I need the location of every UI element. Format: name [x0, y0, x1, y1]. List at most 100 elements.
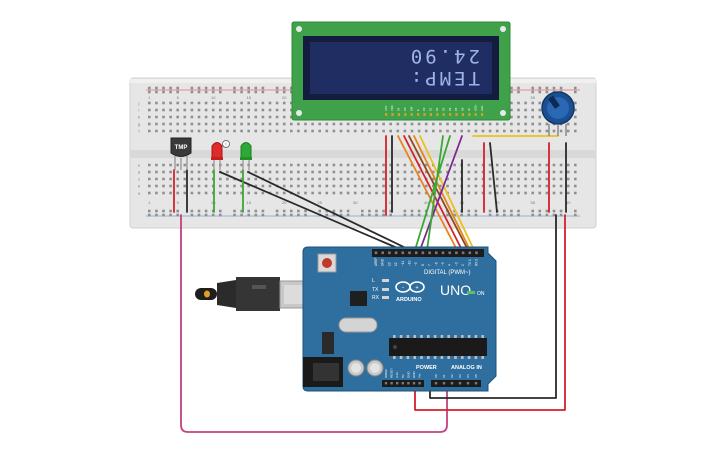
wire-orange-lcd-rs[interactable] [397, 135, 458, 251]
digital-pin[interactable] [408, 251, 411, 255]
digital-pin[interactable] [388, 251, 391, 255]
column-number: 20 [282, 95, 287, 100]
power-pin-label: Vin [418, 373, 422, 378]
digital-pin[interactable] [421, 251, 425, 255]
wire-black-led-red[interactable] [219, 171, 403, 251]
lcd-pin-label: VDD [390, 105, 394, 111]
analog-pin[interactable] [450, 382, 454, 385]
led-red[interactable] [211, 142, 223, 171]
digital-pin-label: ~5 [441, 262, 445, 266]
column-number: 10 [211, 95, 216, 100]
digital-pin[interactable] [475, 251, 478, 255]
wire-green-lcd-d4[interactable] [414, 135, 451, 251]
digital-pin[interactable] [428, 251, 431, 255]
wire-orange-lcd-e[interactable] [413, 135, 471, 251]
digital-pin-label: ~3 [454, 262, 458, 266]
digital-pin[interactable] [441, 251, 445, 255]
wire-red-5v-right[interactable] [414, 214, 566, 411]
power-pin[interactable] [390, 382, 393, 385]
lcd-pin-label: D0 [422, 107, 426, 111]
row-letter: a [138, 191, 141, 196]
svg-text:-: - [402, 285, 404, 291]
wire-green-lcd-d6[interactable] [426, 135, 444, 251]
digital-header-pins[interactable] [374, 251, 478, 255]
lcd-pin-label: D6 [461, 107, 465, 111]
lcd-pin-label: D4 [448, 107, 452, 111]
row-letter: e [138, 163, 141, 168]
wire-black-led-green[interactable] [247, 171, 411, 251]
potentiometer[interactable] [541, 91, 575, 136]
bottom-header-pins[interactable] [384, 382, 478, 385]
analog-pin[interactable] [442, 382, 446, 385]
brand-label: ARDUINO [396, 297, 422, 303]
lcd-pin-label: E [416, 109, 420, 111]
digital-pin[interactable] [381, 251, 384, 255]
reset-button[interactable] [317, 253, 337, 273]
wire-purple-lcd-d5[interactable] [419, 135, 463, 251]
column-number: 1 [148, 95, 151, 100]
power-pin[interactable] [418, 382, 421, 385]
analog-pin-label: A4 [466, 374, 470, 378]
analog-pin-label: A3 [458, 374, 462, 378]
digital-pin-label: 2 [461, 264, 465, 266]
analog-pin-label: A2 [450, 374, 454, 378]
column-number: 25 [317, 200, 322, 205]
power-pin[interactable] [384, 382, 388, 385]
tx-label: TX [372, 287, 379, 293]
power-pin-label: RESET [390, 368, 394, 378]
wire-brown-lcd[interactable] [408, 135, 469, 251]
wire-yellow-lcd[interactable] [419, 135, 475, 251]
wires[interactable] [173, 135, 567, 433]
analog-pin[interactable] [434, 382, 438, 385]
analog-pin[interactable] [466, 382, 470, 385]
column-number: 15 [246, 200, 251, 205]
power-pin-label: 3.3V [395, 372, 399, 378]
digital-pin[interactable] [414, 251, 418, 255]
analog-pin[interactable] [474, 382, 478, 385]
temperature-sensor[interactable]: TMP [170, 137, 192, 170]
wire-black-pot[interactable] [489, 142, 498, 213]
digital-pin[interactable] [448, 251, 451, 255]
power-pin[interactable] [407, 382, 410, 385]
row-letter: b [138, 184, 141, 189]
lcd-pin-label: V0 [397, 107, 401, 111]
led-green[interactable] [240, 142, 252, 171]
column-number: 50 [495, 200, 500, 205]
digital-pin[interactable] [455, 251, 458, 255]
power-pin[interactable] [412, 382, 416, 385]
wire-pink-sensor-to-a0[interactable] [180, 214, 448, 433]
usb-cable[interactable] [195, 277, 311, 311]
digital-pin[interactable] [435, 251, 438, 255]
digital-pin[interactable] [374, 251, 378, 255]
on-label: ON [477, 291, 485, 297]
status-leds: L TX RX [372, 278, 389, 301]
digital-pin[interactable] [468, 251, 472, 255]
lcd-pin-label: VSS [384, 106, 388, 111]
lcd-line-top: TEMP: [408, 67, 480, 89]
column-number: 40 [424, 200, 429, 205]
sensor-label: TMP [175, 145, 188, 151]
analog-pin[interactable] [458, 382, 462, 385]
on-indicator: ON [467, 291, 485, 297]
digital-pin[interactable] [401, 251, 405, 255]
digital-pin-label: 8 [421, 264, 425, 266]
column-number: 20 [282, 200, 287, 205]
digital-pin-label: AREF [374, 257, 378, 266]
power-pin-label: GND [412, 371, 416, 379]
digital-pin[interactable] [394, 251, 398, 255]
analog-pin-label: A1 [442, 374, 446, 378]
digital-pin-label: ~10 [408, 260, 412, 266]
lcd-line-bottom: 24.90 [408, 45, 480, 67]
digital-pin-label: RX 0 [475, 259, 479, 266]
power-jack[interactable] [303, 357, 343, 387]
analog-pin-label: A0 [434, 374, 438, 378]
power-pin[interactable] [396, 382, 399, 385]
power-pin[interactable] [401, 382, 404, 385]
info-icon[interactable]: ! [222, 140, 230, 149]
digital-pin[interactable] [461, 251, 465, 255]
